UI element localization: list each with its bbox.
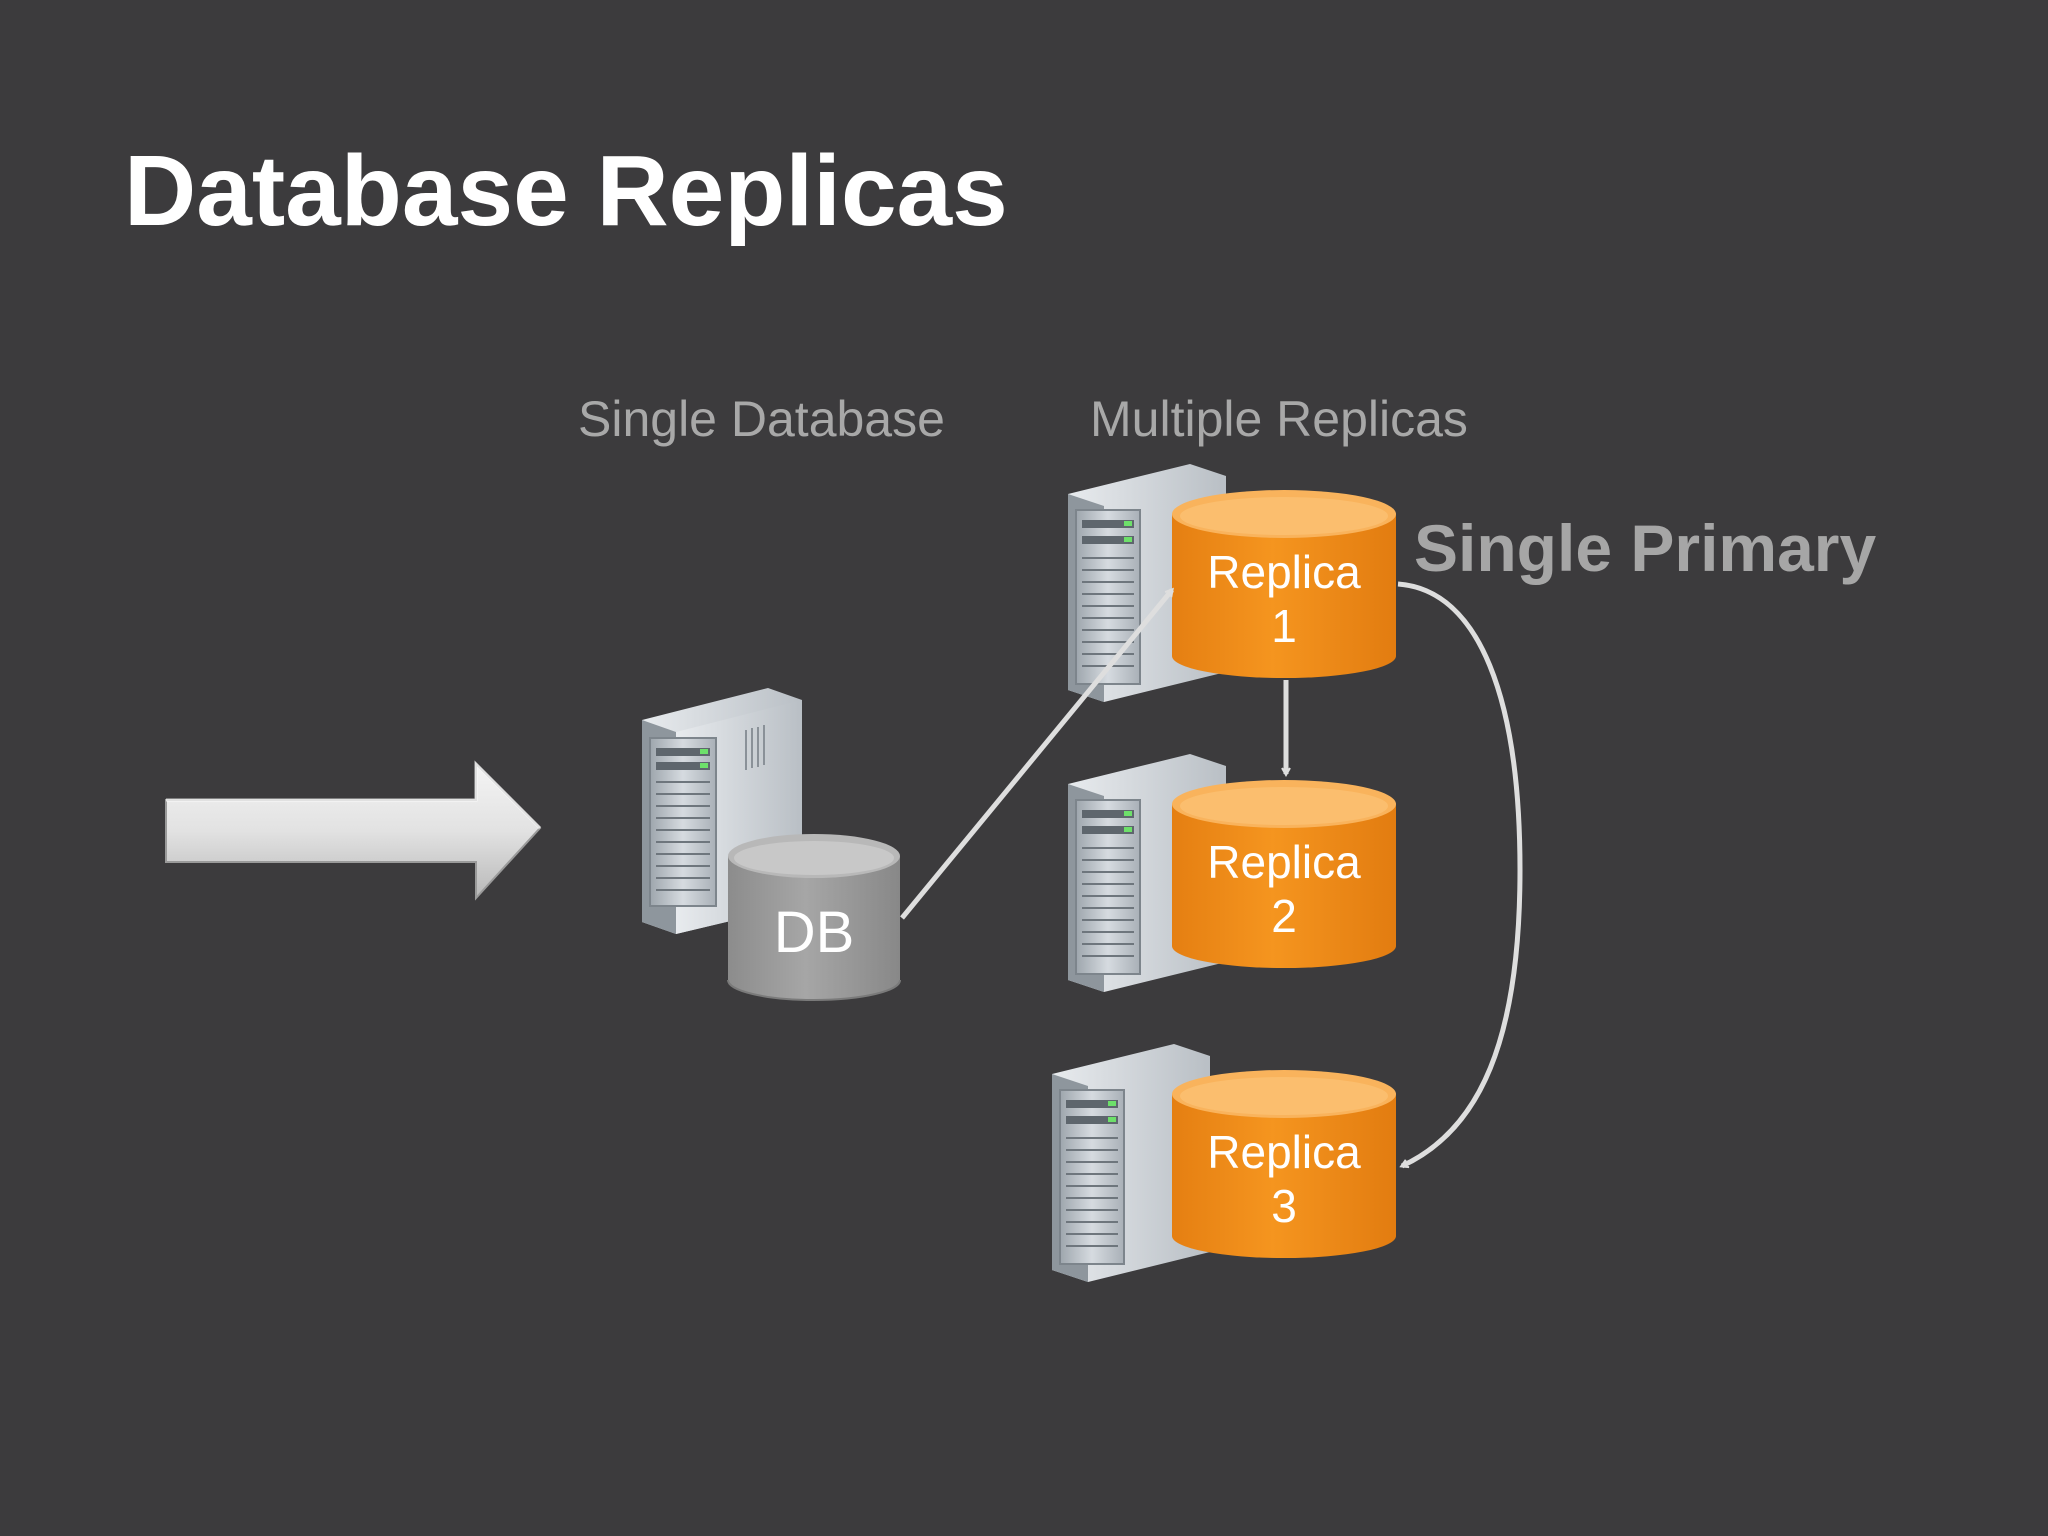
multiple-replicas-label: Multiple Replicas: [1090, 391, 1468, 447]
slide-title: Database Replicas: [124, 135, 1008, 247]
single-database-label: Single Database: [578, 391, 945, 447]
database-cylinder-icon: [1172, 490, 1396, 678]
single-primary-label: Single Primary: [1414, 511, 1877, 585]
replica-3-label-line1: Replica: [1207, 1126, 1361, 1178]
db-cylinder-label: DB: [774, 900, 855, 965]
db-to-replica-1-arrow: [900, 590, 1174, 920]
block-arrow-icon: [165, 760, 542, 901]
database-cylinder-icon: [1172, 1070, 1396, 1258]
server-tower-icon: [1052, 1044, 1210, 1282]
database-cylinder-icon: [1172, 780, 1396, 968]
replica-1-label-line1: Replica: [1207, 546, 1361, 598]
replica-1-label-line2: 1: [1271, 600, 1297, 652]
replica-1-to-replica-3-arrow: [1397, 581, 1523, 1169]
replica-2-label-line2: 2: [1271, 890, 1297, 942]
replica-2-label-line1: Replica: [1207, 836, 1361, 888]
database-cylinder-icon: [727, 834, 901, 1001]
replica-3-label-line2: 3: [1271, 1180, 1297, 1232]
